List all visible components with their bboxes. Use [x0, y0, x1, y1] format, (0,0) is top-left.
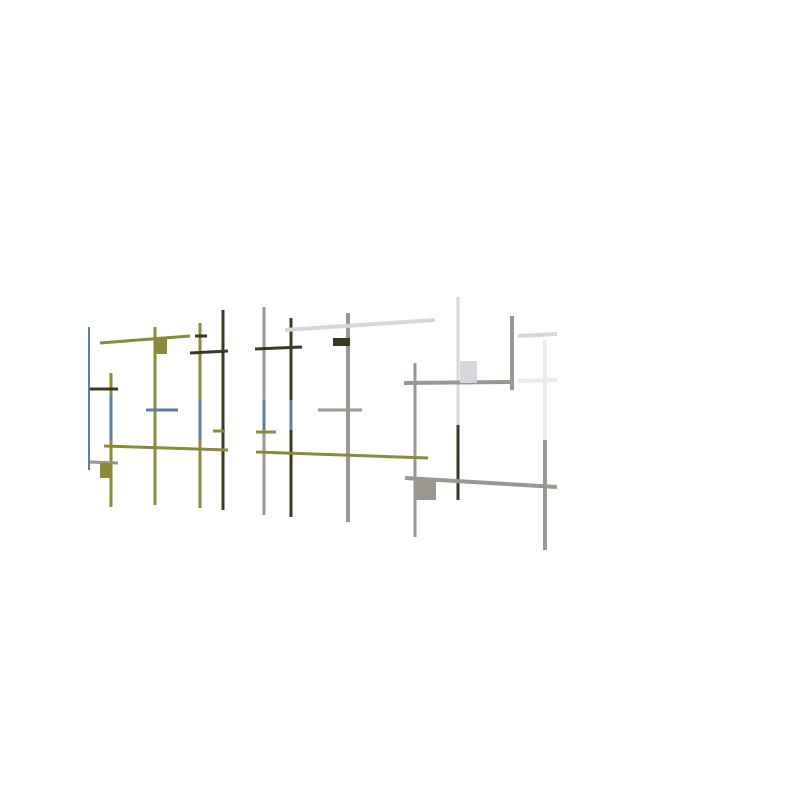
olive-block [100, 463, 112, 478]
horizontal-bar [255, 450, 429, 460]
horizontal-bar [189, 349, 229, 355]
horizontal-bar [254, 345, 303, 351]
pale-block [460, 361, 477, 383]
olive-block [155, 338, 167, 354]
dark-block [333, 338, 350, 346]
horizontal-bar [517, 332, 558, 338]
horizontal-bar [284, 318, 436, 332]
horizontal-bar [403, 380, 513, 385]
horizontal-bar [404, 476, 558, 489]
horizontal-bar [89, 460, 119, 465]
horizontal-bar [99, 334, 191, 345]
gray-block [415, 480, 436, 500]
horizontal-bar [103, 444, 229, 452]
horizontal-bar [517, 378, 558, 383]
